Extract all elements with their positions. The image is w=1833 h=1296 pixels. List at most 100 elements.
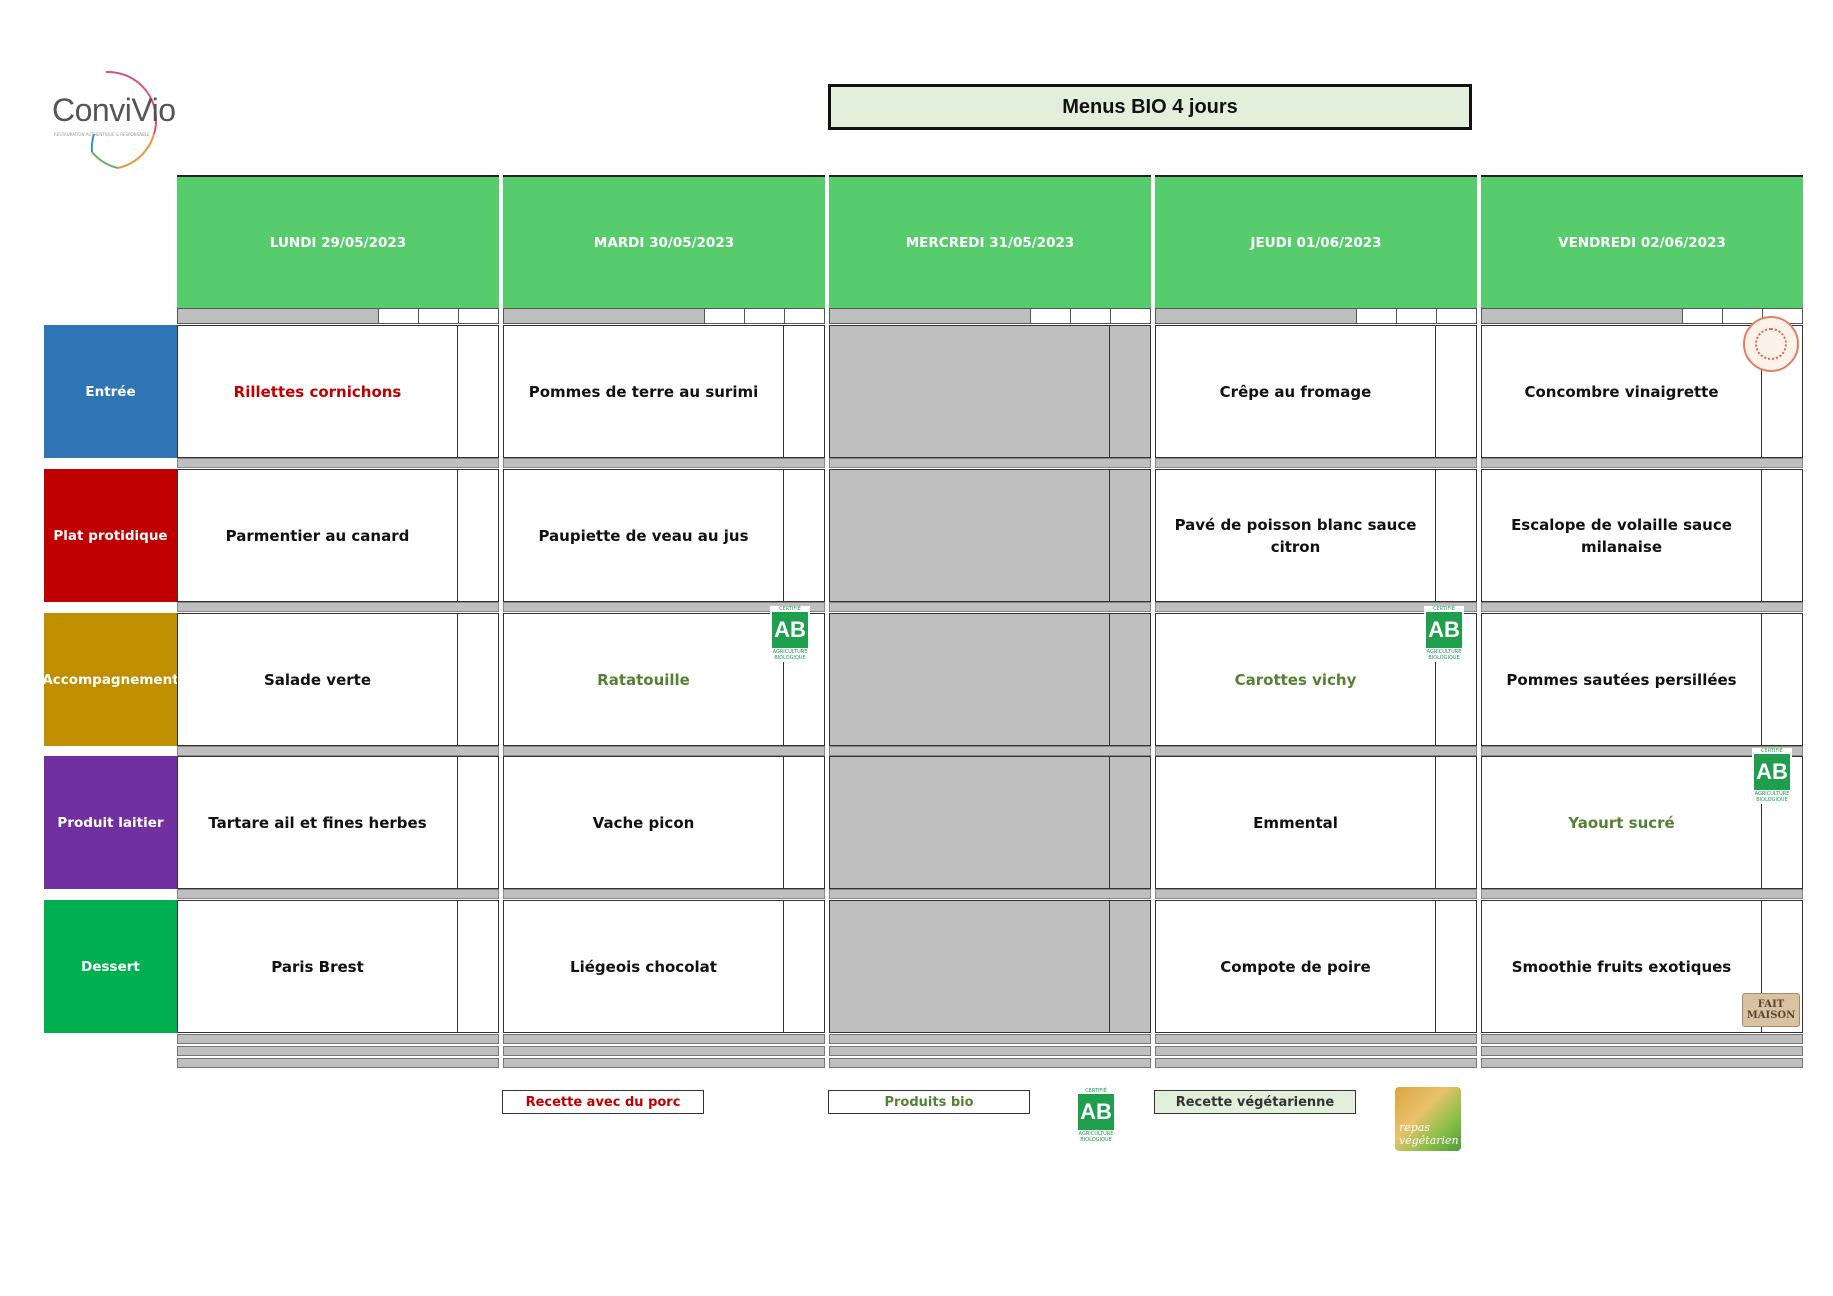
footer-bar [177,1034,499,1044]
category-label: Accompagnement [42,613,179,746]
footer-bar [1155,1046,1477,1056]
category-label: Dessert [44,900,177,1033]
row-separator [503,458,825,468]
footer-bar [1481,1046,1803,1056]
menu-item: Pommes de terre au surimi [528,382,759,401]
day-subheader-row [829,308,1151,324]
day-header: MARDI 30/05/2023 [503,175,825,308]
menu-cell: Parmentier au canard [177,469,499,602]
menu-item [830,470,1109,601]
row-separator [177,458,499,468]
menu-item [830,757,1109,888]
logo-name: ConviVio [52,92,176,128]
day-header: LUNDI 29/05/2023 [177,175,499,308]
menu-item: Pavé de poisson blanc sauce citron [1174,515,1417,556]
row-separator [829,458,1151,468]
menu-cell: Liégeois chocolat [503,900,825,1033]
menu-item: Paupiette de veau au jus [538,526,749,545]
menu-item [830,901,1109,1032]
footer-bar [503,1034,825,1044]
menu-item: Concombre vinaigrette [1524,382,1719,401]
category-label: Produit laitier [44,756,177,889]
fait-maison-tag-icon: FAIT MAISON [1742,993,1800,1027]
day-subheader-row [503,308,825,324]
menu-item: Yaourt sucré [1568,813,1675,832]
menu-cell: Ratatouille [503,613,825,746]
menu-cell [829,613,1151,746]
menu-cell: Yaourt sucré [1481,756,1803,889]
menu-cell: Emmental [1155,756,1477,889]
menu-item: Vache picon [592,813,695,832]
category-label: Plat protidique [44,469,177,602]
menu-item [830,614,1109,745]
row-separator [1481,602,1803,612]
menu-cell: Rillettes cornichons [177,325,499,458]
menu-cell: Tartare ail et fines herbes [177,756,499,889]
menu-item: Salade verte [263,670,371,689]
row-separator [829,889,1151,899]
logo-tagline: RESTAURATION AUTHENTIQUE & RESPONSABLE [54,132,150,137]
menu-cell: Paris Brest [177,900,499,1033]
menu-item: Pommes sautées persillées [1506,670,1737,689]
menu-cell: Pommes sautées persillées [1481,613,1803,746]
menu-item: Ratatouille [597,670,690,689]
menu-item: Tartare ail et fines herbes [208,813,427,832]
menu-cell: Salade verte [177,613,499,746]
row-separator [177,746,499,756]
footer-bar [1481,1034,1803,1044]
menu-cell: Vache picon [503,756,825,889]
menu-cell [829,756,1151,889]
row-separator [177,602,499,612]
menu-cell [829,900,1151,1033]
menu-cell [829,469,1151,602]
menu-item: Crêpe au fromage [1219,382,1372,401]
row-separator [1155,458,1477,468]
footer-bar [503,1058,825,1068]
legend-bio: Produits bio [828,1090,1030,1114]
menu-cell: Carottes vichy [1155,613,1477,746]
menu-cell: Crêpe au fromage [1155,325,1477,458]
menu-cell: Compote de poire [1155,900,1477,1033]
row-separator [503,889,825,899]
menu-item [830,326,1109,457]
day-header: JEUDI 01/06/2023 [1155,175,1477,308]
row-separator [829,602,1151,612]
row-separator [829,746,1151,756]
footer-bar [1155,1034,1477,1044]
menu-cell: Escalope de volaille sauce milanaise [1481,469,1803,602]
menu-item: Parmentier au canard [225,526,410,545]
footer-bar [177,1046,499,1056]
ab-bio-logo-icon: CERTIFIÉ AB AGRICULTURE BIOLOGIQUE [1076,1088,1116,1144]
row-separator [1155,746,1477,756]
row-separator [503,602,825,612]
footer-bar [829,1034,1151,1044]
row-separator [1481,458,1803,468]
menu-cell: Paupiette de veau au jus [503,469,825,602]
local-product-stamp-icon [1743,316,1799,372]
menu-item: Smoothie fruits exotiques [1511,957,1732,976]
footer-bar [829,1058,1151,1068]
page-title: Menus BIO 4 jours [828,84,1472,130]
menu-item: Rillettes cornichons [233,382,402,401]
footer-bar [1155,1058,1477,1068]
menu-item: Paris Brest [271,957,364,976]
menu-cell: Pavé de poisson blanc sauce citron [1155,469,1477,602]
footer-bar [1481,1058,1803,1068]
menu-item: Liégeois chocolat [570,957,717,976]
footer-bar [177,1058,499,1068]
menu-cell: Pommes de terre au surimi [503,325,825,458]
row-separator [1481,889,1803,899]
menu-item: Emmental [1253,813,1338,832]
menu-item: Compote de poire [1220,957,1371,976]
footer-bar [829,1046,1151,1056]
day-header: MERCREDI 31/05/2023 [829,175,1151,308]
menu-item: Carottes vichy [1234,670,1357,689]
vegetarian-meal-icon: repas végétarien [1395,1087,1461,1151]
legend-vegetarian: Recette végétarienne [1154,1090,1356,1114]
day-subheader-row [177,308,499,324]
day-header: VENDREDI 02/06/2023 [1481,175,1803,308]
menu-item: Escalope de volaille sauce milanaise [1511,515,1732,556]
convivio-logo: ConviVio RESTAURATION AUTHENTIQUE & RESP… [44,64,184,174]
